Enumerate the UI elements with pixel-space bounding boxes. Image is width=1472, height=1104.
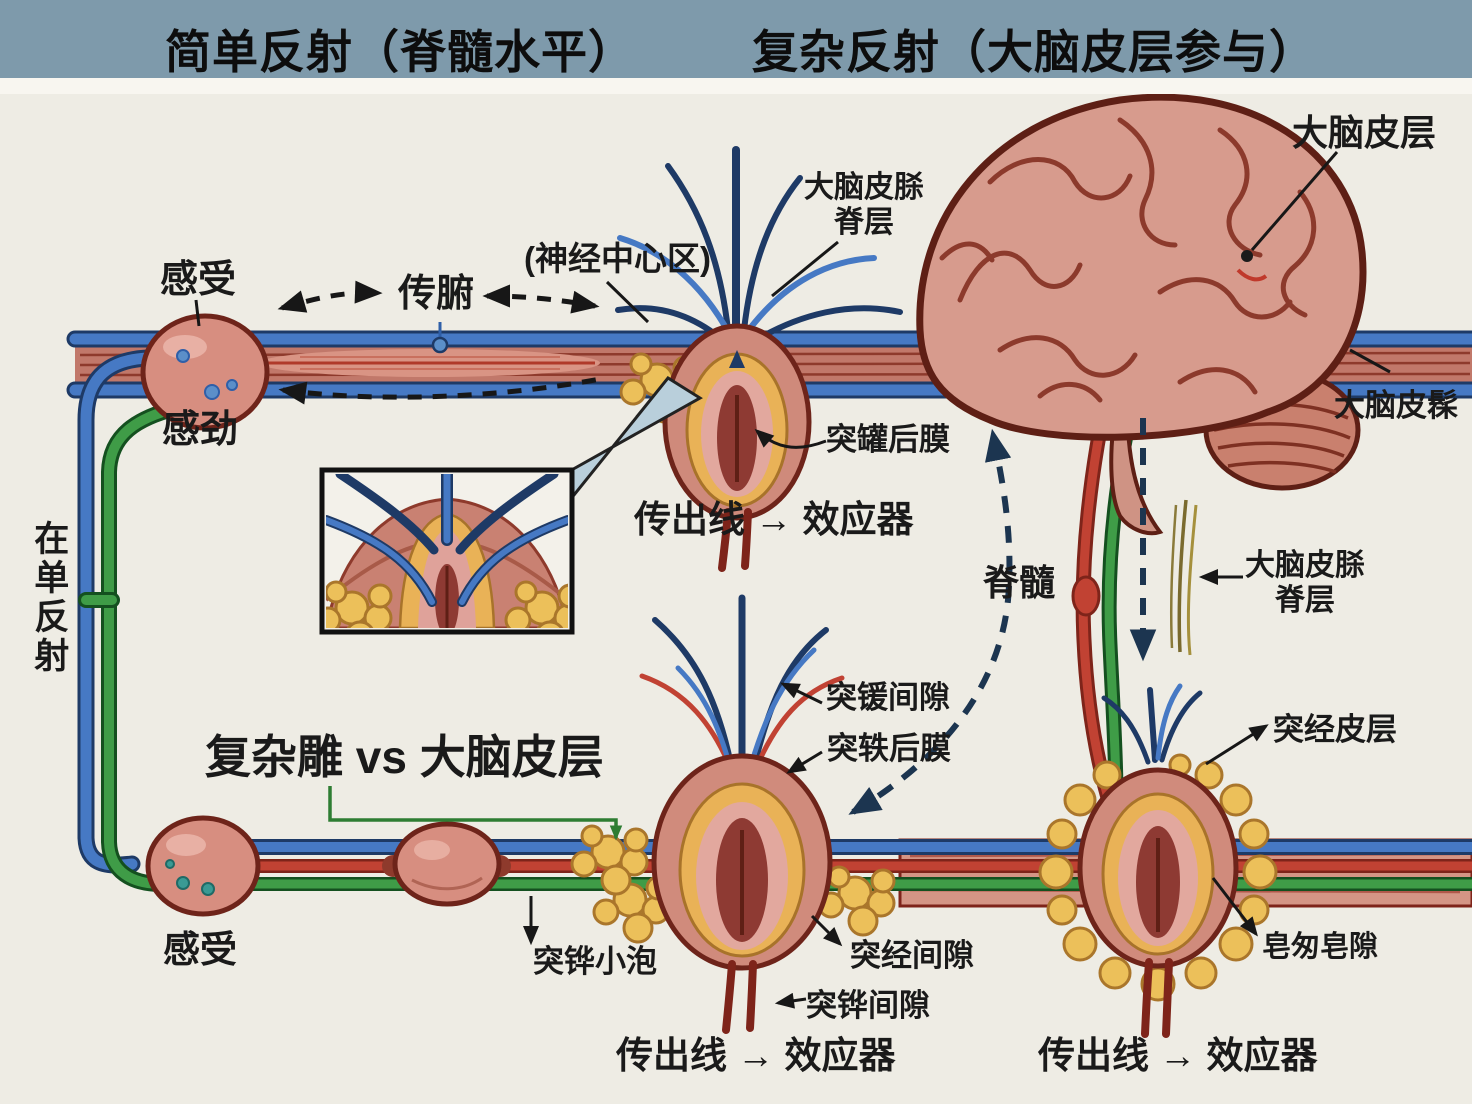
label-compare-title: 复杂雕 vs 大脑皮层 xyxy=(205,731,604,783)
label-cerebellum: 大脑皮髹 xyxy=(1334,388,1458,423)
label-efferent-effector-1: 传出线 → 效应器 xyxy=(634,499,914,540)
signal-direction-arrows xyxy=(277,280,1157,815)
label-cortex-layer-top-line2: 脊层 xyxy=(834,206,894,240)
synapse-spinal xyxy=(615,146,903,572)
comparison-bracket xyxy=(328,786,623,841)
label-efferent-effector-2: 传出线 → 效应器 xyxy=(616,1035,896,1076)
label-leaders xyxy=(194,151,1391,1009)
title-simple-reflex: 简单反射（脊髓水平） xyxy=(165,26,635,78)
cerebrum xyxy=(916,93,1367,441)
spinal-cord-path-arrow xyxy=(848,428,1013,815)
simple-reflex-loop-tubes xyxy=(77,349,184,892)
interneuron-droplet-icon xyxy=(431,322,449,354)
label-postsynaptic-mid: 突轶后膜 xyxy=(827,731,951,766)
label-cortex: 大脑皮层 xyxy=(1292,112,1437,153)
label-synaptic-cleft-mid: 突锾间隙 xyxy=(826,680,950,715)
relay-cell-body xyxy=(392,821,502,907)
label-cortex-layer-top-line1: 大脑皮脎 xyxy=(804,171,924,204)
label-synaptic-cortex: 突经皮层 xyxy=(1273,712,1397,747)
label-afferent: 感劲 xyxy=(162,409,239,451)
title-complex-reflex: 复杂反射（大脑皮层参与） xyxy=(752,26,1316,78)
title-band xyxy=(0,0,1472,78)
label-efferent-effector-3: 传出线 → 效应器 xyxy=(1038,1035,1318,1076)
label-cortex-layer-right-line1: 大脑皮脎 xyxy=(1245,549,1365,582)
sensory-neuron-bottom xyxy=(145,815,261,917)
label-simple-reflex-vertical: 在单反射 xyxy=(29,520,69,676)
inset-callout xyxy=(319,376,703,635)
synapse-lower-right xyxy=(1038,683,1278,1038)
label-interneuron: 传腑 xyxy=(398,273,475,315)
label-cortex-layer-top: 大脑皮脎 脊层 xyxy=(778,170,950,241)
label-synaptic-vesicles: 突铧小泡 xyxy=(533,944,657,979)
title-band-divider xyxy=(0,78,1472,94)
label-cortex-layer-right-line2: 脊层 xyxy=(1275,584,1335,618)
label-nerve-center: (神经中心区) xyxy=(524,240,711,277)
cortex-marker-dot xyxy=(1241,250,1253,262)
inset-synapse-zoom xyxy=(326,474,568,628)
brain-illustration xyxy=(916,93,1367,536)
label-receptor-top: 感受 xyxy=(160,259,237,301)
label-cortex-layer-right: 大脑皮脎 脊层 xyxy=(1240,548,1370,619)
label-effector-membrane-right: 皂匆皂隙 xyxy=(1262,931,1379,963)
label-postsynaptic-top: 突罐后膜 xyxy=(826,422,950,457)
label-cleft-bottom-upper: 突经间隙 xyxy=(850,938,974,973)
label-receptor-bottom: 感受 xyxy=(163,929,237,970)
label-spinal-cord: 脊髓 xyxy=(983,562,1056,603)
synapse-lower-middle xyxy=(570,594,896,1034)
sensory-neuron-top xyxy=(140,313,270,431)
brainstem xyxy=(1109,425,1164,536)
label-cleft-bottom-lower: 突铧间隙 xyxy=(806,988,930,1023)
